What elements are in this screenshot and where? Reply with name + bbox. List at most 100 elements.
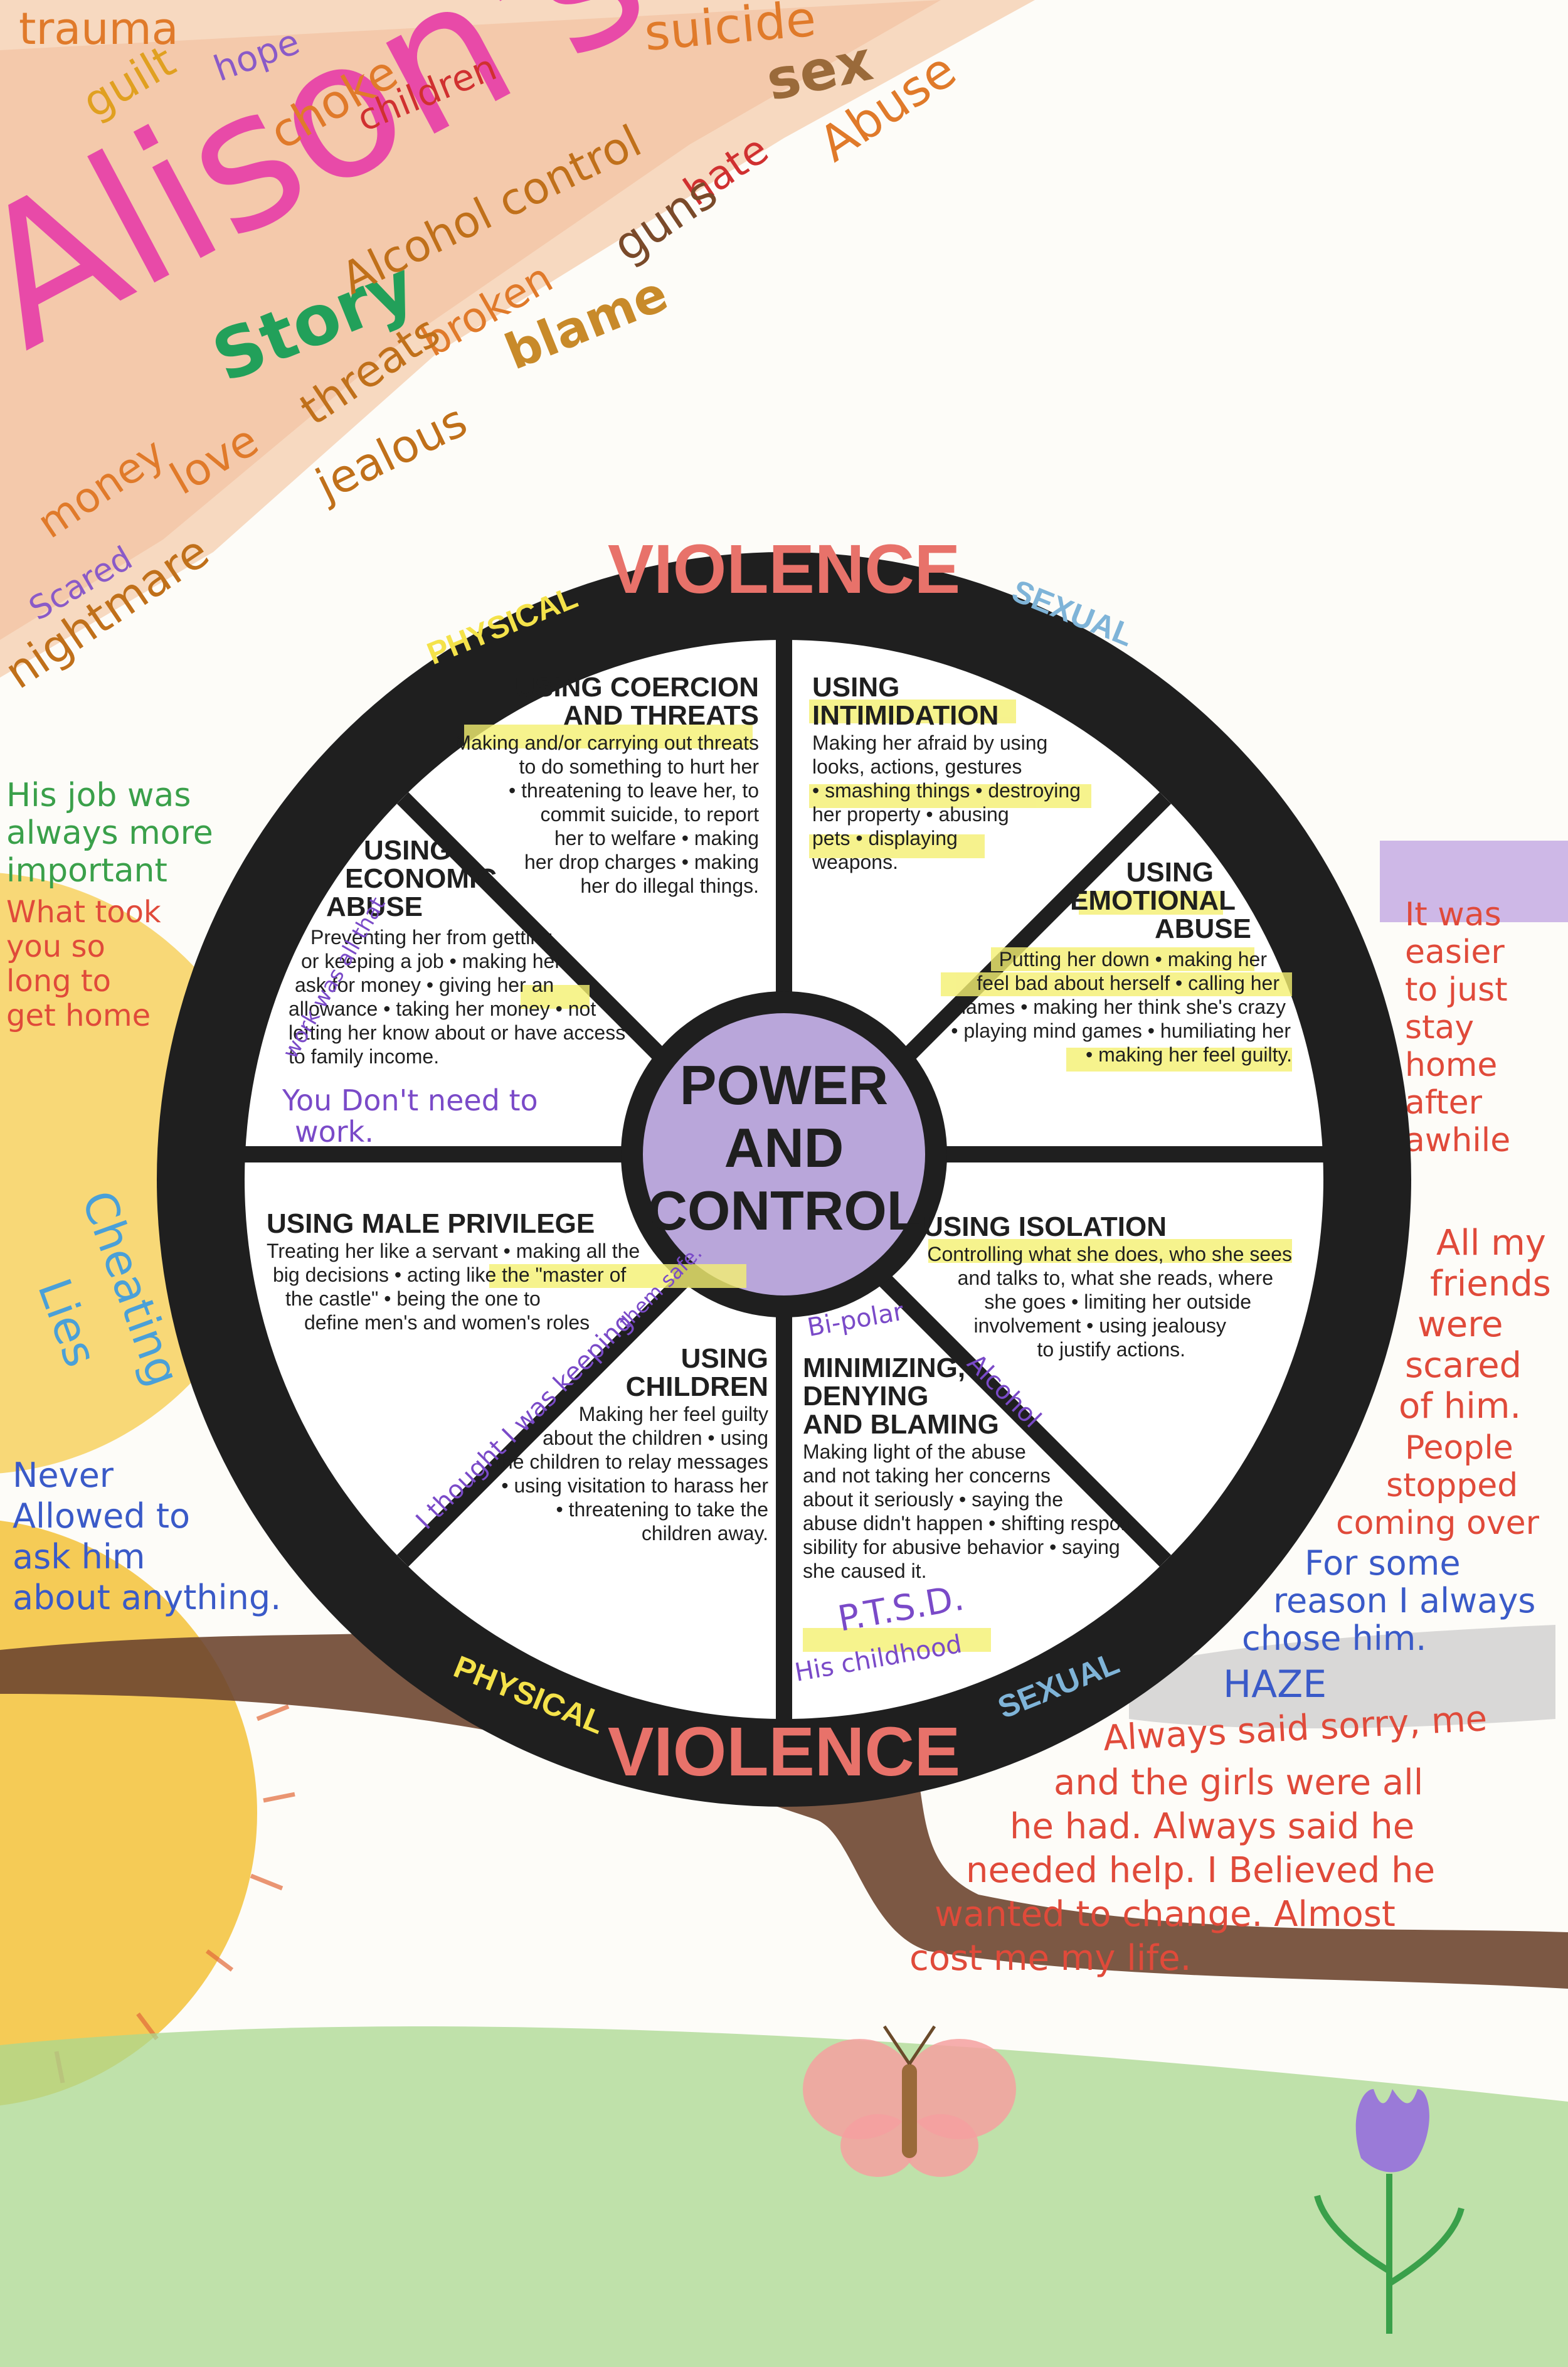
note-haze: HAZE	[1223, 1662, 1327, 1706]
note-dont-work-1: You Don't need to	[282, 1083, 538, 1117]
note-home-3: long to	[6, 964, 111, 999]
isolation-body-4: involvement • using jealousy	[973, 1314, 1226, 1337]
economic-title-2: ECONOMIC	[345, 863, 497, 894]
economic-title-1: USING	[364, 835, 451, 866]
minimizing-title-1: MINIMIZING,	[803, 1353, 965, 1383]
children-body-5: • threatening to take the	[556, 1498, 768, 1521]
note-easier-4: stay	[1405, 1009, 1474, 1046]
minimizing-body-2: and not taking her concerns	[803, 1464, 1051, 1487]
emotional-body-3: names • making her think she's crazy	[955, 996, 1286, 1018]
children-body-3: the children to relay messages	[496, 1450, 768, 1473]
male-privilege-body-3: the castle" • being the one to	[285, 1287, 541, 1310]
rim-violence-top: VIOLENCE	[608, 531, 960, 608]
note-easier-2: easier	[1405, 934, 1505, 971]
minimizing-title-2: DENYING	[803, 1381, 928, 1412]
hub-line-1: POWER	[680, 1054, 888, 1116]
emotional-body-5: • making her feel guilty.	[1086, 1043, 1292, 1066]
intimidation-body-3: • smashing things • destroying	[812, 779, 1081, 802]
economic-body-5: letting her know about or have access	[289, 1021, 625, 1044]
note-friends-4: scared	[1405, 1345, 1522, 1386]
note-home-4: get home	[6, 998, 151, 1033]
minimizing-body-4: abuse didn't happen • shifting respon-	[803, 1512, 1138, 1535]
coercion-title-1: USING COERCION	[515, 672, 759, 703]
note-easier-7: awhile	[1405, 1122, 1510, 1159]
children-title-1: USING	[681, 1343, 768, 1374]
intimidation-body-2: looks, actions, gestures	[812, 755, 1022, 778]
children-body-2: about the children • using	[543, 1427, 768, 1449]
male-privilege-body-2: big decisions • acting like the "master …	[273, 1263, 626, 1286]
coercion-body-1: Making and/or carrying out threats	[454, 731, 759, 754]
minimizing-body-5: sibility for abusive behavior • saying	[803, 1536, 1120, 1558]
intimidation-title-2: INTIMIDATION	[812, 700, 999, 731]
note-home-2: you so	[6, 929, 105, 964]
minimizing-body-1: Making light of the abuse	[803, 1440, 1026, 1463]
note-job-2: always more	[6, 814, 213, 852]
children-body-4: • using visitation to harass her	[501, 1474, 768, 1497]
note-chose-2: reason I always	[1273, 1581, 1535, 1620]
isolation-body-5: to justify actions.	[1037, 1338, 1185, 1361]
isolation-title-1: USING ISOLATION	[923, 1211, 1167, 1242]
note-sorry-2: and the girls were all	[1054, 1762, 1423, 1803]
minimizing-title-3: AND BLAMING	[803, 1409, 999, 1440]
note-easier-6: after	[1405, 1084, 1483, 1122]
emotional-title-2: EMOTIONAL	[1070, 885, 1236, 916]
male-privilege-body-4: define men's and women's roles	[304, 1311, 590, 1334]
coercion-body-7: her do illegal things.	[580, 875, 759, 897]
hub-line-3: CONTROL	[647, 1179, 920, 1242]
note-chose-1: For some	[1305, 1543, 1461, 1583]
emotional-body-1: Putting her down • making her	[999, 948, 1268, 971]
intimidation-title-1: USING	[812, 672, 899, 703]
intimidation-body-5: pets • displaying	[812, 827, 958, 849]
isolation-body-3: she goes • limiting her outside	[984, 1290, 1251, 1313]
male-privilege-body-1: Treating her like a servant • making all…	[267, 1240, 640, 1262]
note-never-4: about anything.	[13, 1578, 281, 1617]
grass	[0, 2026, 1568, 2367]
economic-body-6: to family income.	[289, 1045, 439, 1068]
coercion-body-5: her to welfare • making	[554, 827, 759, 849]
note-friends-2: friends	[1430, 1263, 1551, 1304]
emotional-body-2: feel bad about herself • calling her	[977, 972, 1279, 994]
hub-line-2: AND	[724, 1117, 844, 1179]
note-sorry-5: wanted to change. Almost	[935, 1894, 1396, 1935]
note-never-3: ask him	[13, 1537, 146, 1577]
isolation-body-2: and talks to, what she reads, where	[958, 1267, 1273, 1289]
note-job-1: His job was	[6, 777, 191, 814]
emotional-title-3: ABUSE	[1155, 913, 1251, 944]
isolation-body-1: Controlling what she does, who she sees	[927, 1243, 1292, 1265]
rim-violence-bottom: VIOLENCE	[608, 1713, 960, 1790]
note-chose-3: chose him.	[1242, 1619, 1426, 1658]
note-sorry-6: cost me my life.	[909, 1938, 1191, 1979]
note-home-1: What took	[6, 895, 161, 930]
note-easier-1: It was	[1405, 896, 1502, 934]
coercion-title-2: AND THREATS	[563, 700, 759, 731]
note-sorry-4: needed help. I Believed he	[966, 1850, 1435, 1891]
note-job-3: important	[6, 852, 167, 890]
minimizing-body-3: about it seriously • saying the	[803, 1488, 1063, 1511]
note-easier-5: home	[1405, 1046, 1497, 1084]
power-control-wheel: POWER AND CONTROL PHYSICAL VIOLENCE SEXU…	[157, 531, 1411, 1807]
children-body-6: children away.	[642, 1522, 768, 1545]
coercion-body-3: • threatening to leave her, to	[509, 779, 759, 802]
minimizing-body-6: she caused it.	[803, 1560, 926, 1582]
coercion-body-6: her drop charges • making	[524, 851, 759, 873]
note-friends-3: were	[1417, 1304, 1503, 1345]
note-friends-5: of him.	[1399, 1386, 1521, 1427]
note-dont-work-2: work.	[295, 1115, 374, 1149]
intimidation-body-1: Making her afraid by using	[812, 731, 1047, 754]
intimidation-body-6: weapons.	[812, 851, 898, 873]
note-friends-6: People	[1405, 1429, 1513, 1467]
coercion-body-2: to do something to hurt her	[519, 755, 760, 778]
male-privilege-title-1: USING MALE PRIVILEGE	[267, 1208, 595, 1239]
note-never-1: Never	[13, 1455, 114, 1495]
note-sorry-3: he had. Always said he	[1010, 1806, 1414, 1847]
children-body-1: Making her feel guilty	[579, 1403, 768, 1425]
note-easier-3: to just	[1405, 971, 1508, 1009]
note-never-2: Allowed to	[13, 1496, 190, 1536]
note-friends-1: All my	[1436, 1223, 1546, 1263]
emotional-title-1: USING	[1126, 857, 1214, 888]
coercion-body-4: commit suicide, to report	[540, 803, 759, 826]
section-male-privilege: USING MALE PRIVILEGE Treating her like a…	[267, 1208, 640, 1334]
note-friends-7: stopped	[1386, 1467, 1518, 1504]
note-friends-8: coming over	[1336, 1504, 1540, 1542]
